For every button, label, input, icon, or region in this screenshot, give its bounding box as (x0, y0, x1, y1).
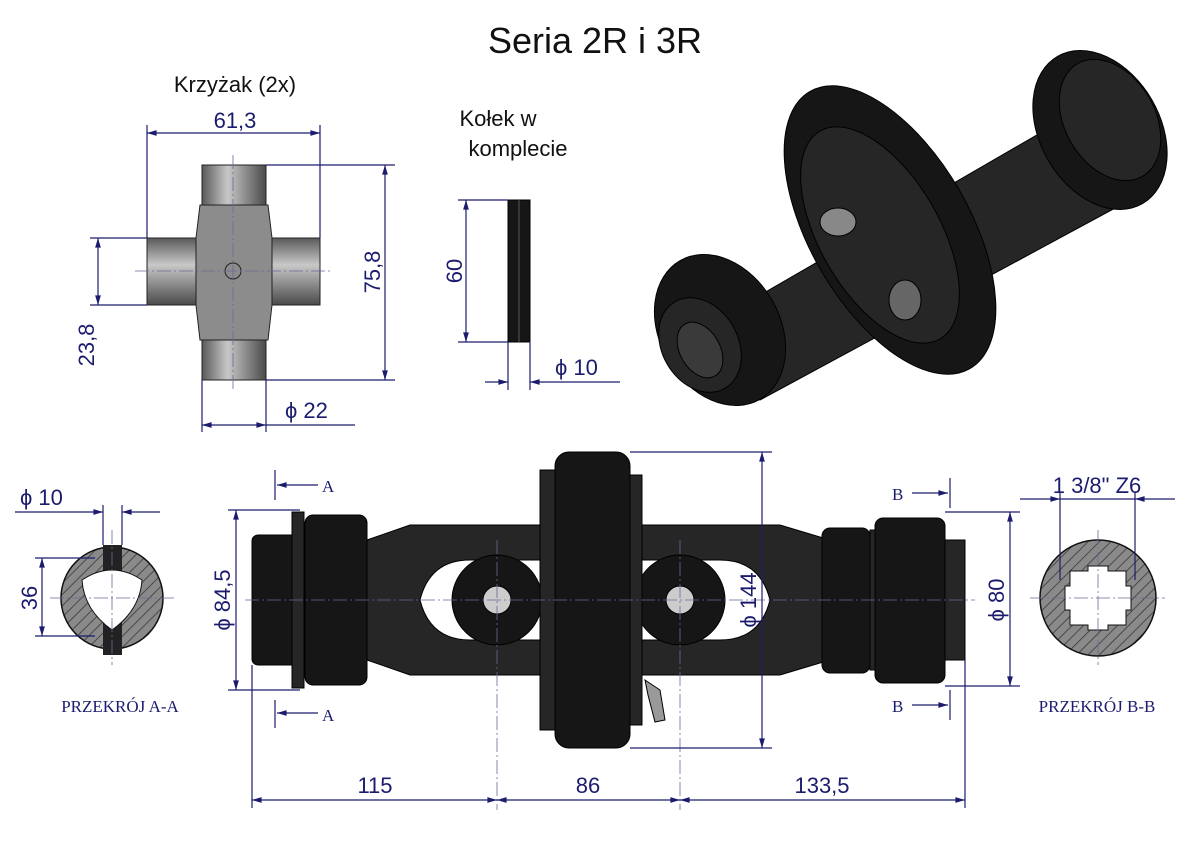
length-left-dim: 115 (357, 773, 392, 798)
cross-height-dim: 75,8 (360, 251, 385, 294)
section-b-label: PRZEKRÓJ B-B (1039, 697, 1156, 716)
section-a-label: PRZEKRÓJ A-A (61, 697, 179, 716)
shaft-left-diameter: ϕ 84,5 (210, 569, 235, 630)
length-center-dim: 86 (576, 773, 600, 798)
pin-length-dim: 60 (442, 259, 467, 283)
cross-diameter-dim: ϕ 22 (285, 398, 328, 423)
page-title: Seria 2R i 3R (488, 20, 702, 61)
section-b-mark-top: B (892, 485, 903, 504)
pin-label-line1: Kołek w (459, 106, 536, 131)
section-b-spline-dim: 1 3/8" Z6 (1053, 473, 1142, 498)
pin-view: Kołek w komplecie 60 ϕ 10 (442, 106, 620, 390)
cross-width-dim: 61,3 (214, 108, 257, 133)
section-b-mark-bottom: B (892, 697, 903, 716)
cross-arm-dim: 23,8 (74, 324, 99, 367)
section-a-a: ϕ 10 36 PRZEKRÓJ A-A (15, 485, 180, 716)
length-right-dim: 133,5 (794, 773, 849, 798)
section-a-width-dim: ϕ 10 (20, 485, 63, 510)
shaft-right-diameter: ϕ 80 (984, 579, 1009, 622)
cross-view: Krzyżak (2x) 61,3 75,8 23,8 ϕ 22 (74, 72, 395, 432)
cross-label: Krzyżak (2x) (174, 72, 296, 97)
section-a-height-dim: 36 (17, 586, 42, 610)
section-a-mark-bottom: A (322, 706, 335, 725)
pin-label-line2: komplecie (468, 136, 567, 161)
shaft-side-view: A A B B ϕ 84,5 ϕ 144 ϕ 80 115 86 133,5 (210, 451, 1020, 810)
pin-diameter-dim: ϕ 10 (555, 355, 598, 380)
section-b-b: 1 3/8" Z6 PRZEKRÓJ B-B (1020, 473, 1175, 716)
shaft-3d-render (653, 50, 1168, 406)
section-a-mark-top: A (322, 477, 335, 496)
shaft-center-diameter: ϕ 144 (736, 572, 761, 627)
